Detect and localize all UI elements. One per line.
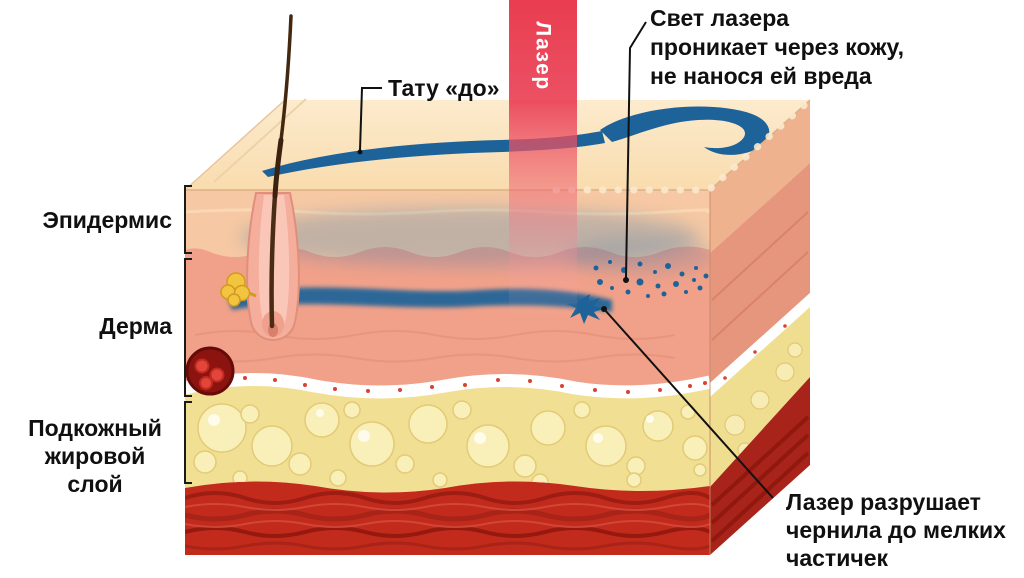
dermis-label: Дерма <box>99 313 172 339</box>
fat-bracket <box>184 401 192 484</box>
laser-light-caption-line3: не нанося ей вреда <box>650 63 872 89</box>
leader-dots <box>357 149 629 312</box>
front-face <box>183 190 722 555</box>
laser-destroys-caption-line3: частичек <box>786 545 888 571</box>
muscle-striations <box>185 491 710 551</box>
skin-crease <box>213 98 307 183</box>
hair-root <box>269 192 278 329</box>
layer-brackets <box>184 185 192 484</box>
side-membrane <box>710 293 810 397</box>
tattoo-before-label: Тату «до» <box>388 75 500 101</box>
side-face <box>710 100 810 555</box>
laser-light-leader-line <box>625 21 647 279</box>
destroy-leader-line <box>603 308 774 499</box>
side-muscle-texture <box>710 415 810 543</box>
side-muscle <box>710 377 810 555</box>
side-dermis-texture <box>711 211 809 341</box>
fat-label: Подкожный жировой слой <box>14 414 176 498</box>
laser-destroys-caption: Лазер разрушает чернила до мелких частич… <box>786 488 1022 572</box>
tattoo-ink-blob <box>600 106 770 155</box>
block-edges <box>184 97 813 555</box>
laser-light-caption: Свет лазера проникает через кожу, не нан… <box>650 4 960 91</box>
side-epidermis <box>710 100 810 253</box>
laser-beam-label: Лазер <box>509 0 577 112</box>
hair-shaft <box>272 14 293 199</box>
tattoo-leader-line <box>359 87 382 151</box>
ink-haze <box>240 207 715 274</box>
laser-light-caption-line2: проникает через кожу, <box>650 34 904 60</box>
side-dermis <box>710 163 810 383</box>
blood-cells <box>194 358 225 390</box>
fat-layer <box>185 379 710 493</box>
side-fat-bubbles <box>724 342 803 458</box>
epidermis-label: Эпидермис <box>42 207 172 233</box>
membrane-capillary-dots <box>213 376 707 394</box>
laser-light-caption-line1: Свет лазера <box>650 5 790 31</box>
leader-lines <box>359 21 774 499</box>
ink-splat <box>566 294 606 324</box>
laser-beam <box>509 0 577 318</box>
dermis-bracket <box>184 258 192 397</box>
fat-bubbles <box>193 400 708 491</box>
fat-bubble-highlights <box>208 409 654 444</box>
epidermis-bracket <box>184 185 192 254</box>
membrane <box>183 373 712 399</box>
side-membrane-dots <box>723 324 787 380</box>
laser-beam-label-text: Лазер <box>532 21 555 91</box>
fat-label-line2: жировой слой <box>44 443 146 497</box>
fat-label-line1: Подкожный <box>28 415 162 441</box>
hair-follicle <box>246 192 300 341</box>
laser-destroys-caption-line1: Лазер разрушает <box>786 489 981 515</box>
laser-destroys-caption-line2: чернила до мелких <box>786 517 1006 543</box>
blood-vessel <box>185 346 235 396</box>
sebaceous-gland <box>220 272 257 307</box>
